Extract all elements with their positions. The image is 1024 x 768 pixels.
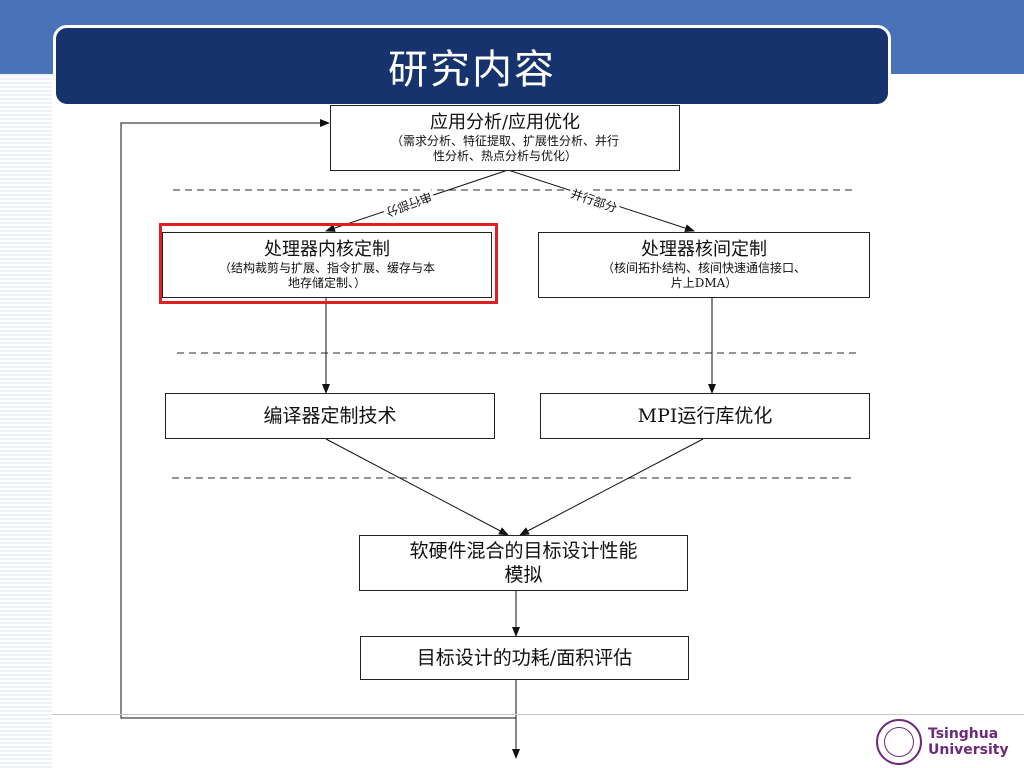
- edge-compiler-to-sim: [325, 438, 509, 536]
- slide-title: 研究内容: [388, 47, 556, 93]
- node-inter-core-desc-1: （核间拓扑结构、核间快速通信接口、: [601, 261, 806, 275]
- node-simulation: 软硬件混合的目标设计性能 模拟: [359, 535, 688, 591]
- node-compiler: 编译器定制技术: [165, 393, 495, 439]
- node-compiler-title: 编译器定制技术: [263, 405, 397, 427]
- tsinghua-seal-icon: [876, 719, 922, 765]
- logo-line-2: University: [928, 742, 1009, 758]
- node-mpi: MPI运行库优化: [540, 393, 870, 439]
- footer-rule: [52, 714, 1024, 715]
- node-core-custom-title: 处理器内核定制: [264, 239, 390, 260]
- node-estimation: 目标设计的功耗/面积评估: [360, 636, 689, 680]
- logo-text: Tsinghua University: [928, 726, 1009, 758]
- node-app-analysis-desc-2: 性分析、热点分析与优化）: [432, 149, 577, 163]
- node-core-custom-desc-1: （结构裁剪与扩展、指令扩展、缓存与本: [218, 261, 435, 275]
- node-mpi-title: MPI运行库优化: [637, 405, 773, 427]
- highlight-frame: [159, 223, 498, 304]
- logo-line-1: Tsinghua: [928, 726, 999, 742]
- node-app-analysis-title: 应用分析/应用优化: [429, 112, 581, 133]
- node-estimation-title: 目标设计的功耗/面积评估: [416, 647, 633, 669]
- node-simulation-title-2: 模拟: [504, 564, 543, 586]
- feedback-loop: [120, 119, 516, 719]
- node-app-analysis: 应用分析/应用优化 （需求分析、特征提取、扩展性分析、并行 性分析、热点分析与优…: [330, 105, 680, 171]
- left-stripe-decoration: [0, 74, 52, 768]
- node-app-analysis-desc-1: （需求分析、特征提取、扩展性分析、并行: [390, 134, 619, 148]
- node-simulation-title-1: 软硬件混合的目标设计性能: [409, 540, 638, 562]
- node-inter-core: 处理器核间定制 （核间拓扑结构、核间快速通信接口、 片上DMA）: [538, 232, 870, 298]
- node-inter-core-desc-2: 片上DMA）: [670, 276, 738, 290]
- node-inter-core-title: 处理器核间定制: [641, 239, 767, 260]
- tsinghua-logo: Tsinghua University: [876, 717, 1024, 767]
- node-core-custom-desc-2: 地存储定制、）: [287, 276, 366, 290]
- node-core-custom: 处理器内核定制 （结构裁剪与扩展、指令扩展、缓存与本 地存储定制、）: [162, 232, 492, 298]
- edge-mpi-to-sim: [519, 438, 704, 536]
